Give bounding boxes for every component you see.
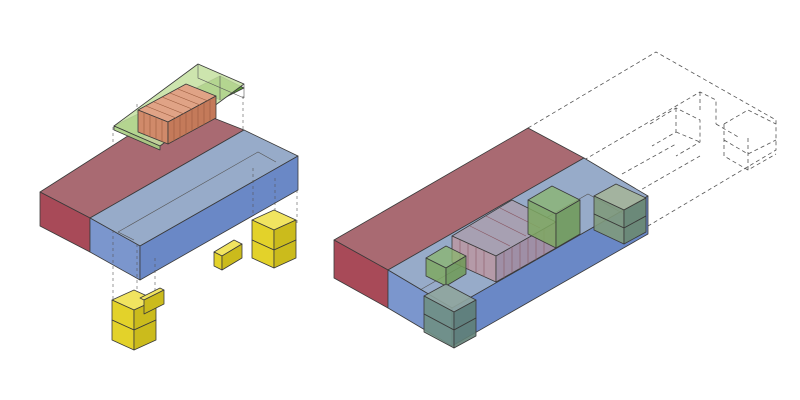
assembled-green-boxes — [425, 185, 581, 287]
yellow-stack-left — [111, 287, 165, 351]
yellow-small-bar — [213, 239, 243, 271]
assembled-view — [333, 51, 777, 349]
pavilion-glass-front — [113, 125, 161, 151]
yellow-stack-right — [251, 209, 297, 269]
blue-volume — [89, 129, 299, 281]
timber-slats — [143, 88, 211, 142]
assembled-teal-boxes — [423, 183, 647, 349]
green-roof-pavilion — [113, 63, 245, 151]
exploded-view — [39, 63, 299, 351]
dashed-expansion-outline — [527, 51, 777, 227]
blue-volume-side — [139, 155, 299, 281]
